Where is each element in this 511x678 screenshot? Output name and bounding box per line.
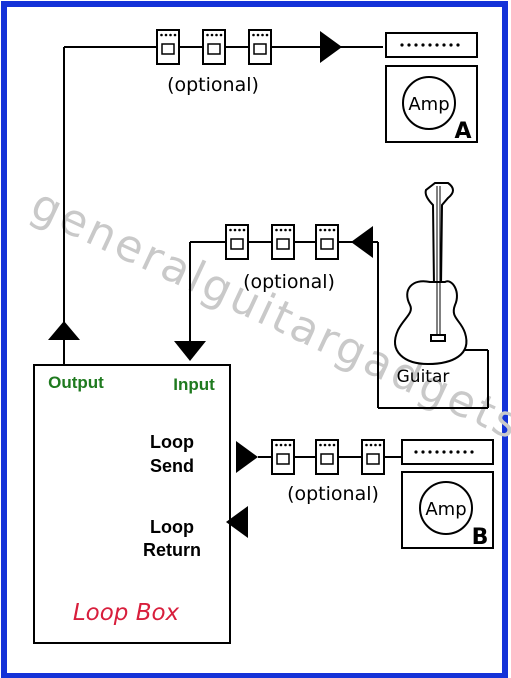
amp-b-letter: B bbox=[472, 525, 489, 550]
amp-b-label: Amp bbox=[425, 499, 466, 520]
arrow-right-icon bbox=[320, 31, 342, 63]
pedal-icon bbox=[361, 439, 385, 475]
guitar-signal-chain: (optional) Guitar bbox=[189, 182, 489, 409]
optional-label-top: (optional) bbox=[167, 74, 259, 96]
loop-box-title: Loop Box bbox=[73, 600, 180, 626]
amp-a: Amp A bbox=[385, 32, 478, 144]
pedal-icon bbox=[315, 224, 339, 260]
amp-a-label: Amp bbox=[408, 94, 449, 115]
pedal-icon bbox=[156, 29, 180, 65]
pedal-icon bbox=[225, 224, 249, 260]
amp-b: Amp B bbox=[401, 439, 494, 550]
speaker-icon bbox=[402, 76, 456, 130]
top-signal-chain: (optional) Amp A bbox=[63, 29, 478, 340]
optional-label-middle: (optional) bbox=[243, 271, 335, 293]
speaker-icon bbox=[419, 481, 473, 535]
pedal-icon bbox=[202, 29, 226, 65]
arrow-left-icon bbox=[226, 506, 248, 538]
arrow-up-icon bbox=[48, 321, 80, 340]
loop-box: Output Input Loop Send Loop Return Loop … bbox=[33, 321, 231, 644]
guitar-icon bbox=[394, 182, 468, 366]
loop-send-label: Loop bbox=[150, 432, 194, 452]
loop-return-label: Return bbox=[143, 540, 201, 560]
output-label: Output bbox=[48, 373, 104, 392]
loop-return-label: Loop bbox=[150, 517, 194, 537]
pedal-icon bbox=[271, 439, 295, 475]
amp-a-letter: A bbox=[454, 119, 471, 144]
pedal-icon bbox=[271, 224, 295, 260]
arrow-down-icon bbox=[174, 341, 206, 361]
pedal-icon bbox=[315, 439, 339, 475]
loop-send-label: Send bbox=[150, 456, 194, 476]
guitar-label: Guitar bbox=[397, 367, 450, 387]
arrow-left-icon bbox=[351, 226, 373, 258]
input-label: Input bbox=[173, 375, 215, 394]
pedal-icon bbox=[248, 29, 272, 65]
loop-send-chain: (optional) Amp B bbox=[226, 439, 494, 550]
arrow-right-icon bbox=[236, 441, 258, 473]
optional-label-bottom: (optional) bbox=[287, 483, 379, 505]
